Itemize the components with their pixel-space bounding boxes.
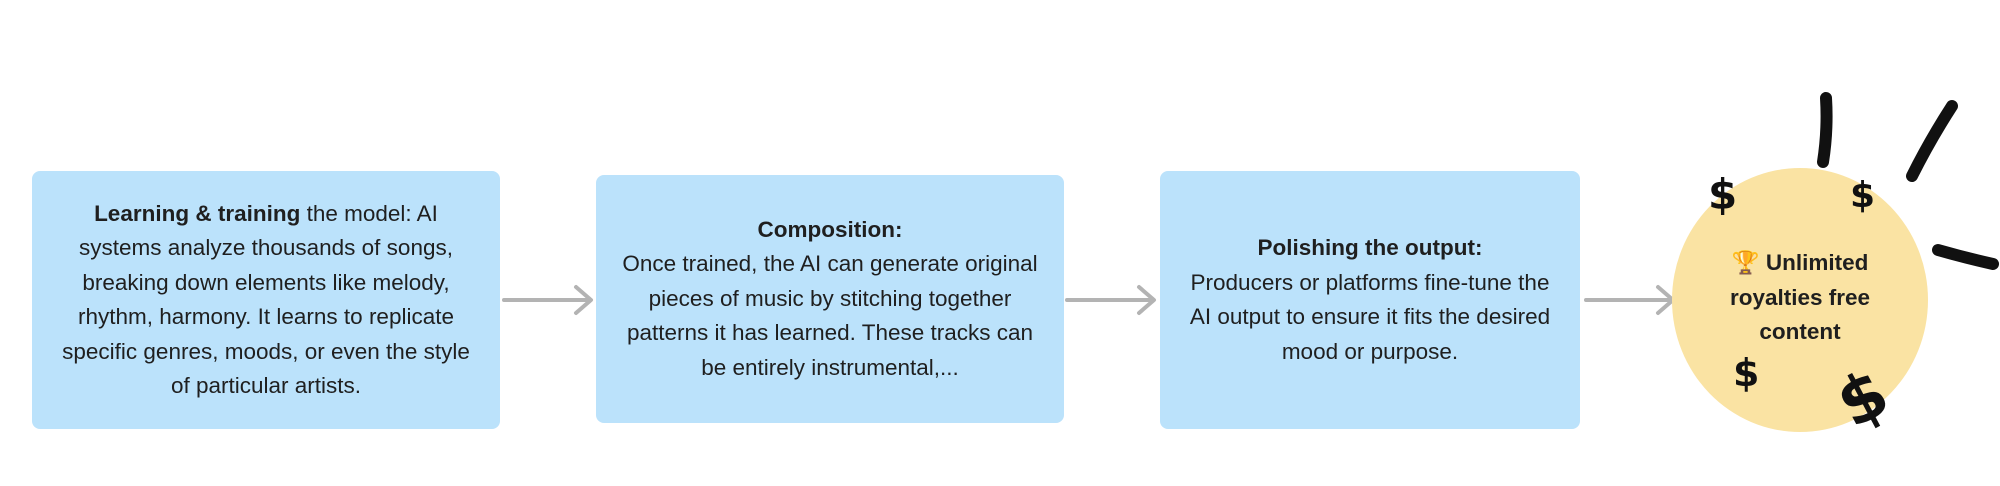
step-title: Polishing the output: (1257, 235, 1483, 260)
step-body: Producers or platforms fine-tune the AI … (1189, 269, 1551, 364)
step-text: Polishing the output: Producers or platf… (1180, 231, 1560, 369)
arrow-right-icon (502, 285, 593, 315)
trophy-icon: 🏆 (1731, 250, 1760, 276)
dollar-icon: $ (1733, 351, 1760, 395)
result-text: 🏆 Unlimited royalties free content (1720, 246, 1880, 350)
step-learning-training: Learning & training the model: AI system… (32, 171, 500, 429)
step-title: Learning & training (94, 200, 301, 226)
step-text: Composition: Once trained, the AI can ge… (616, 213, 1044, 386)
dollar-icon: $ (1850, 175, 1876, 216)
step-polishing-output: Polishing the output: Producers or platf… (1160, 171, 1580, 429)
step-body: the model: AI systems analyze thousands … (62, 200, 470, 399)
result-label: Unlimited royalties free content (1729, 250, 1871, 345)
result-circle: 🏆 Unlimited royalties free content (1672, 168, 1928, 432)
arrow-right-icon (1065, 285, 1156, 315)
step-body: Once trained, the AI can generate origin… (622, 251, 1038, 380)
step-text: Learning & training the model: AI system… (52, 197, 480, 404)
step-composition: Composition: Once trained, the AI can ge… (596, 175, 1064, 423)
step-title: Composition: (757, 216, 903, 242)
dollar-icon: $ (1708, 170, 1738, 219)
